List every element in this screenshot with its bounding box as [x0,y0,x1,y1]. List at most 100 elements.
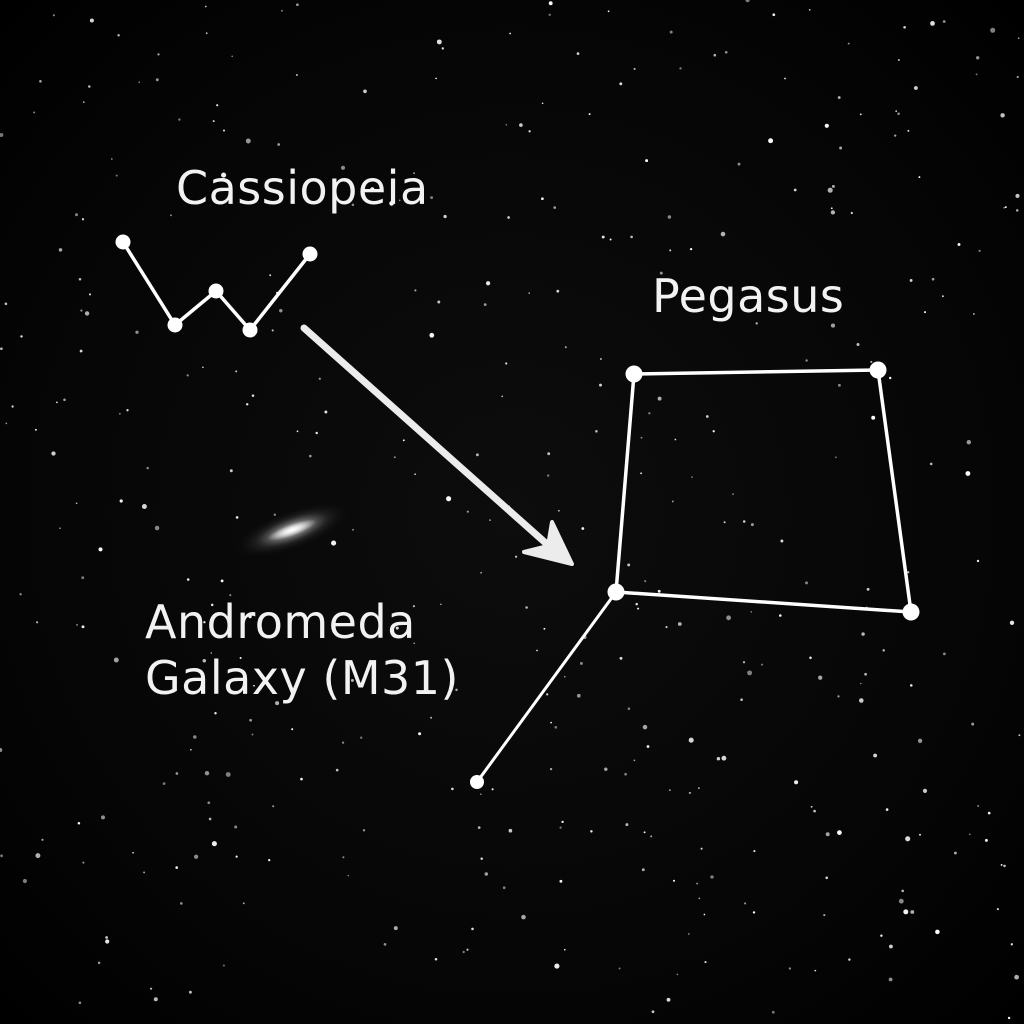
great-square-lines [614,368,913,614]
background-star [19,593,22,596]
background-star [202,658,207,663]
background-star [905,836,911,842]
background-star [888,977,893,982]
background-star [480,571,482,574]
background-star [543,627,546,630]
background-star [105,936,108,939]
background-star [837,695,840,698]
background-star [750,611,753,613]
background-star [231,55,234,58]
background-star [178,118,181,121]
background-star [81,576,85,580]
background-star [475,453,479,457]
background-star [814,969,817,972]
background-star [825,876,828,880]
background-star [784,77,786,80]
background-star [750,523,754,527]
background-star [827,187,833,193]
background-star [859,698,864,703]
background-star [480,793,482,795]
background-star [402,439,405,442]
background-star [657,589,661,593]
background-star [563,675,566,678]
andromeda-label-line1: Andromeda [145,595,416,649]
background-star [204,5,207,8]
background-star [627,707,631,710]
background-star [710,875,714,879]
background-star [101,815,105,820]
background-star [235,516,239,519]
background-star [5,422,8,425]
background-star [225,772,231,777]
background-star [676,973,679,976]
background-star [737,162,741,166]
background-star [837,383,841,387]
background-star [508,828,513,833]
background-star [507,216,510,219]
background-star [205,32,208,35]
background-star [455,688,458,692]
background-star [214,711,217,715]
background-star [732,493,734,495]
background-star [1000,113,1005,118]
background-star [222,129,226,132]
background-star [383,943,387,946]
pegasus-star [607,583,625,601]
background-star [559,826,562,829]
background-star [150,987,153,990]
background-star [370,187,375,192]
background-star [716,757,721,761]
background-star [657,396,662,401]
background-star [672,879,676,882]
background-star [609,238,612,241]
background-star [625,823,629,827]
background-star [36,621,39,624]
pegasus-star [470,775,484,789]
background-star [901,889,904,893]
background-star [211,841,217,847]
background-star [235,370,238,373]
background-star [918,176,921,179]
background-star [870,360,873,363]
background-star [839,146,843,150]
background-star [119,499,123,503]
background-star [11,405,14,408]
background-star [245,138,251,144]
cassiopeia-star [167,317,183,333]
background-star [907,129,910,132]
background-star [115,174,118,177]
background-star [245,403,249,406]
background-star [440,603,442,606]
background-star [77,821,81,825]
background-star [604,767,608,771]
background-star [190,748,192,751]
background-star [347,874,350,877]
background-star [971,722,975,726]
background-star [771,1010,775,1014]
background-star [903,909,909,915]
background-star [242,902,245,905]
background-star [1017,37,1020,40]
background-star [462,950,465,954]
background-star [1000,863,1003,866]
background-star [553,206,557,209]
background-star [976,56,980,60]
background-star [882,649,885,652]
background-star [483,303,487,306]
background-star [880,934,883,937]
background-star [866,587,870,591]
background-star [429,332,435,338]
background-star [903,25,906,29]
background-star [210,603,214,607]
background-star [331,540,337,546]
background-star [548,13,551,16]
background-star [168,677,172,680]
background-star [588,113,591,116]
background-star [63,398,66,402]
background-star [624,772,627,776]
background-star [747,670,753,676]
background-star [186,374,189,377]
background-star [713,53,717,57]
